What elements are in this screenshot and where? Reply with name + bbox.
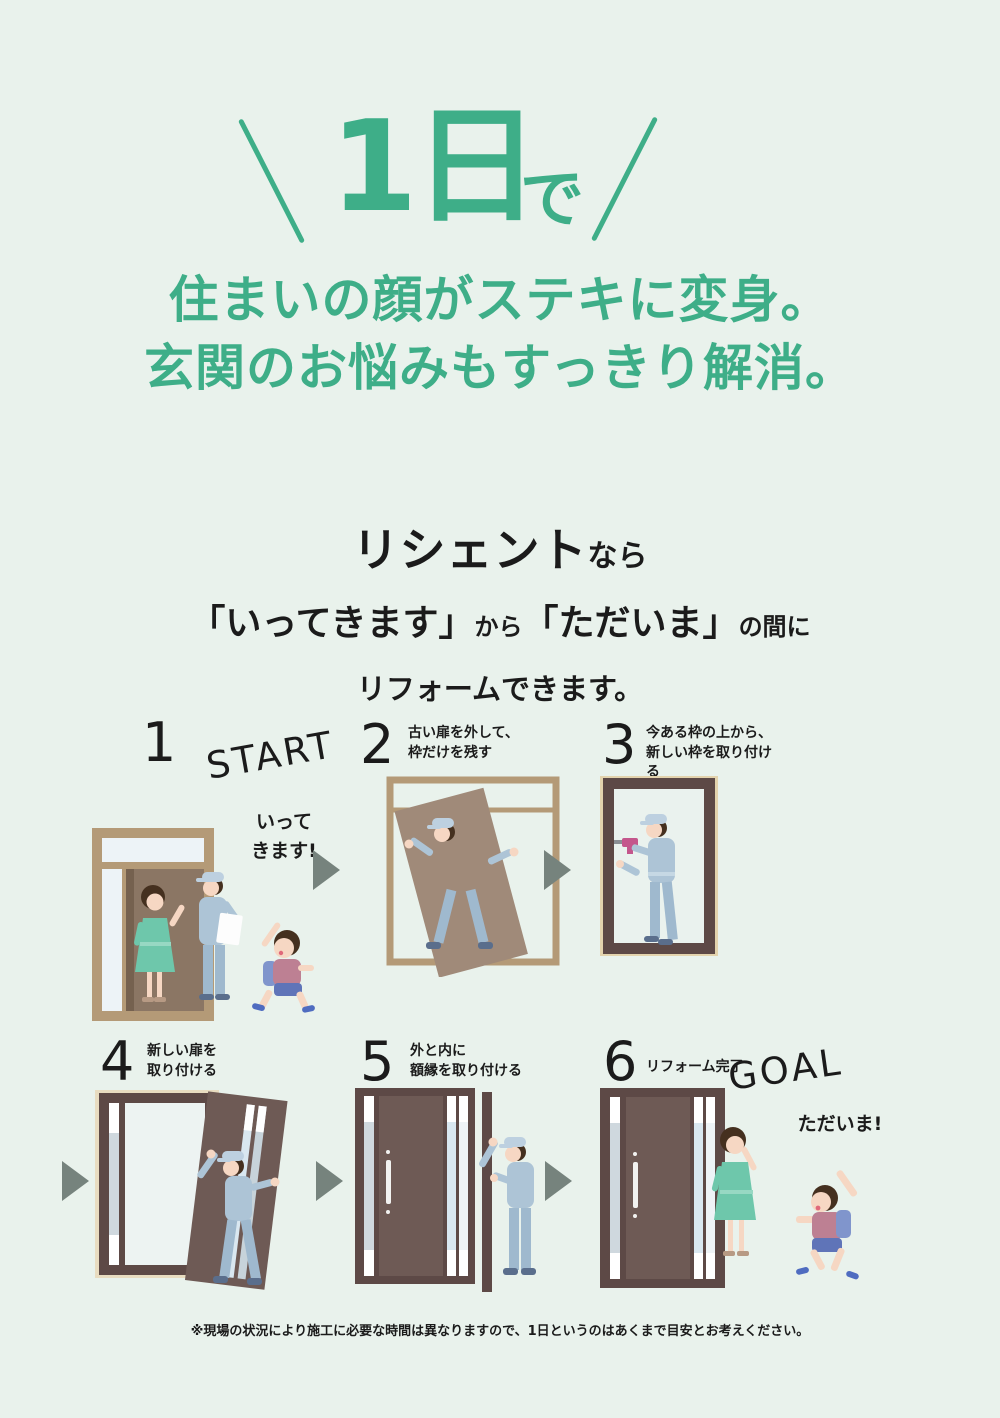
footnote: ※現場の状況により施工に必要な時間は異なりますので、1日というのはあくまで目安と… (190, 1324, 810, 1339)
worker-figure (479, 1137, 536, 1275)
step-3-number: 3 (602, 713, 637, 776)
hero-big-text: 1日 (330, 93, 540, 240)
step-1-number: 1 (142, 711, 177, 774)
step4-illustration (95, 1090, 288, 1290)
step-3: 3 今ある枠の上から、 新しい枠を取り付け る (600, 710, 860, 1010)
step-6-number: 6 (603, 1030, 638, 1093)
step-4-number: 4 (100, 1030, 135, 1093)
worker-figure (196, 872, 243, 1000)
headline: 住まいの顔がステキに変身。 玄関のお悩みもすっきり解消。 (0, 266, 1000, 402)
step-6-speech: ただいま! (797, 1113, 883, 1135)
step-2-number: 2 (360, 713, 395, 776)
step-5-number: 5 (360, 1030, 395, 1093)
finished-door-unit (600, 1088, 725, 1288)
trim-plank (482, 1092, 492, 1292)
step5-illustration (355, 1088, 536, 1292)
arrow-right-icon (62, 1161, 89, 1201)
arrow-right-icon (545, 1161, 572, 1201)
step-5: 5 外と内に 額縁を取り付ける (355, 1030, 595, 1320)
step-4-caption: 新しい扉を 取り付ける (147, 1043, 217, 1079)
step-2: 2 古い扉を外して、 枠だけを残す (360, 710, 595, 1010)
boy-figure (796, 1170, 859, 1280)
arrow-right-icon (544, 850, 571, 890)
worker-figure (197, 1149, 280, 1285)
lead-line2: 「いってきます」から「ただいま」の間に (189, 603, 811, 644)
worker-figure (404, 818, 519, 949)
step-2-caption: 古い扉を外して、 枠だけを残す (408, 725, 519, 761)
headline-line1: 住まいの顔がステキに変身。 (168, 271, 832, 329)
step-1-speech: いって きます! (251, 811, 317, 862)
step-1: 1 START いって きます! (90, 710, 350, 1030)
brand-name: リシェント (352, 523, 588, 577)
right-slash-decoration (590, 116, 659, 242)
step2-illustration (386, 776, 560, 977)
boy-figure (252, 922, 315, 1013)
lead-line1: リシェントなら (352, 523, 648, 577)
step-6: 6 リフォーム完了 GOAL ただいま! (600, 1030, 900, 1320)
lead-copy: リシェントなら 「いってきます」から「ただいま」の間に リフォームできます。 (0, 514, 1000, 708)
mother-figure (711, 1127, 757, 1256)
step1-illustration (92, 828, 315, 1021)
mother-figure (134, 885, 185, 1002)
hero-small-text: で (520, 163, 584, 237)
step-4: 4 新しい扉を 取り付ける (95, 1030, 340, 1320)
step-3-caption: 今ある枠の上から、 新しい枠を取り付け る (646, 725, 772, 781)
headline-line2: 玄関のお悩みもすっきり解消。 (144, 339, 856, 397)
left-slash-decoration (237, 118, 306, 244)
finished-door-unit (355, 1088, 475, 1284)
step-5-caption: 外と内に 額縁を取り付ける (410, 1043, 522, 1079)
step6-illustration (600, 1088, 859, 1288)
step-6-caption: リフォーム完了 (646, 1059, 744, 1075)
worker-figure (614, 814, 678, 945)
arrow-right-icon (313, 850, 340, 890)
step3-illustration (600, 776, 718, 956)
arrow-right-icon (316, 1161, 343, 1201)
lead-line3: リフォームできます。 (356, 672, 644, 706)
removed-door (394, 787, 528, 977)
